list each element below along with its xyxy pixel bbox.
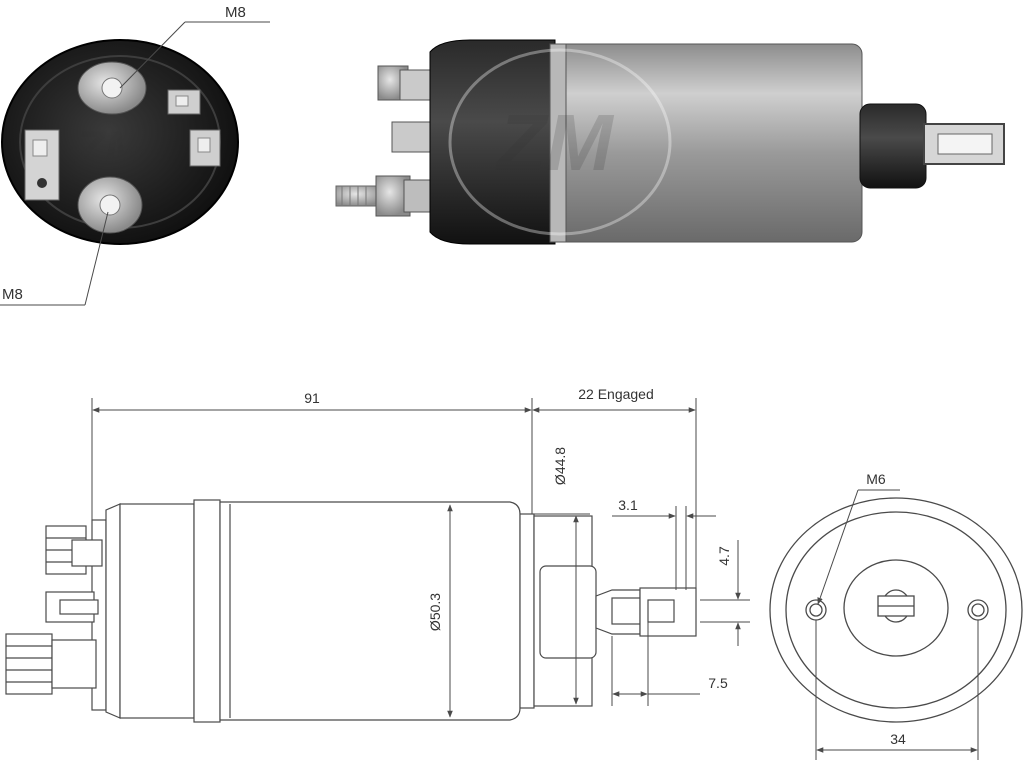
dim-mount-thread: M6 xyxy=(866,471,886,487)
end-view-drawing xyxy=(769,497,1023,723)
top-terminal-nut xyxy=(77,61,201,115)
side-view-photo: ZM xyxy=(335,39,1005,245)
photo-label-bottom: M8 xyxy=(0,211,109,306)
svg-text:ZM: ZM xyxy=(495,98,615,187)
top-terminal-label: M8 xyxy=(225,4,246,21)
dimension-lines-side xyxy=(91,398,750,718)
bottom-terminal-nut xyxy=(77,176,143,234)
dim-eye-offset: 7.5 xyxy=(708,675,728,691)
end-view-photo: ZM xyxy=(1,39,239,245)
dim-eye-height: 4.7 xyxy=(716,546,732,566)
dim-hole-spacing: 34 xyxy=(890,731,906,747)
photo-label-top: M8 xyxy=(119,4,270,89)
bottom-terminal-label: M8 xyxy=(2,286,23,303)
dim-plunger-thickness: 3.1 xyxy=(618,497,638,513)
side-elevation-drawing xyxy=(5,499,697,723)
dimension-lines-end xyxy=(815,489,979,760)
dim-cap-diameter: Ø44.8 xyxy=(552,447,568,485)
dim-body-length: 91 xyxy=(304,390,320,406)
dimension-texts-end: M6 34 xyxy=(866,471,906,747)
dim-body-diameter: Ø50.3 xyxy=(427,593,443,631)
svg-text:ZM: ZM xyxy=(73,123,145,176)
dimension-texts-side: 91 22 Engaged Ø50.3 Ø44.8 3.1 4.7 7.5 xyxy=(304,386,732,691)
dim-stroke: 22 Engaged xyxy=(578,386,654,402)
